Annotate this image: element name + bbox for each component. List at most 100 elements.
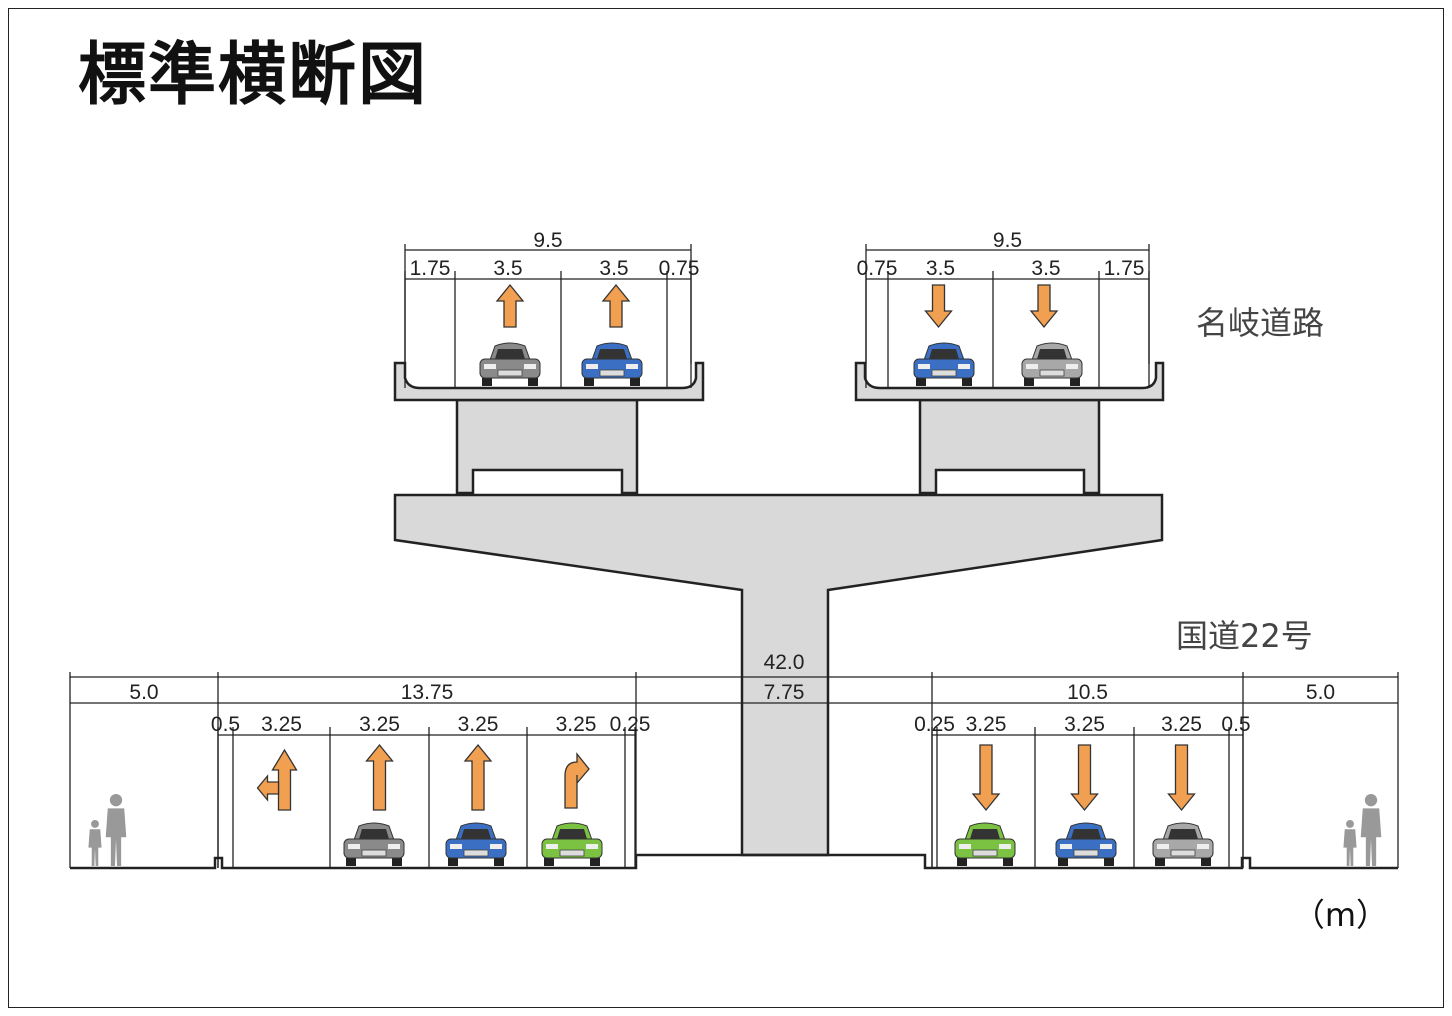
pedestrian-child-right (1343, 820, 1357, 866)
person-body (105, 808, 127, 866)
lower-left-arrow-3 (564, 752, 590, 809)
bridge-structure (393, 361, 1165, 857)
upper-right-car-1 (1021, 342, 1083, 386)
car-window (1037, 349, 1067, 359)
left-deck (393, 361, 705, 402)
lower-right-lane-label-4: 0.5 (1221, 713, 1250, 736)
person-body (1343, 829, 1357, 866)
left-pedestal (455, 398, 639, 495)
wheel (448, 858, 458, 866)
person-head (1364, 794, 1378, 807)
car-light (484, 364, 496, 369)
wheel (630, 378, 640, 386)
lower-total-label: 42.0 (764, 651, 805, 674)
lower-segment-label-0: 5.0 (129, 681, 158, 704)
diagram-frame (8, 8, 1444, 1008)
upper-right-arrow-0 (924, 284, 953, 329)
wheel (957, 858, 967, 866)
upper-road-name: 名岐道路 (1196, 304, 1325, 342)
car-body (954, 838, 1016, 859)
car-body (343, 838, 405, 859)
car-body (445, 838, 507, 859)
car-plate (972, 849, 998, 857)
page-title: 標準横断図 (78, 36, 429, 115)
car-light (1066, 364, 1078, 369)
lower-segment-label-3: 10.5 (1067, 681, 1108, 704)
upper-left-total-label: 9.5 (533, 229, 562, 252)
lane-contents (88, 283, 1382, 866)
car-window (461, 829, 491, 839)
car-plate (463, 849, 489, 857)
lower-right-lane-label-2: 3.25 (1064, 713, 1105, 736)
lower-right-car-1 (1055, 822, 1117, 866)
upper-right-lane-label-2: 3.5 (1031, 257, 1060, 280)
lower-left-lane-label-3: 3.25 (458, 713, 499, 736)
wheel (528, 378, 538, 386)
right-deck (854, 361, 1165, 402)
person-body (88, 829, 102, 866)
upper-left-lane-label-0: 1.75 (410, 257, 451, 280)
car-light (959, 844, 971, 849)
car-light (586, 364, 598, 369)
car-body (541, 838, 603, 859)
lower-right-arrow-2 (1167, 744, 1196, 812)
car-window (970, 829, 1000, 839)
car-body (581, 358, 643, 379)
car-light (1100, 844, 1112, 849)
upper-left-car-0 (479, 342, 541, 386)
lower-road-name: 国道22号 (1176, 617, 1313, 655)
wheel (544, 858, 554, 866)
lower-right-car-0 (954, 822, 1016, 866)
pedestrian-adult-left (105, 794, 127, 866)
ground-lines (70, 853, 1398, 870)
upper-right-lane-label-1: 3.5 (926, 257, 955, 280)
car-light (490, 844, 502, 849)
wheel (916, 378, 926, 386)
wheel (1058, 858, 1068, 866)
person-head (109, 794, 123, 807)
upper-left-lane-label-2: 3.5 (599, 257, 628, 280)
car-plate (361, 849, 387, 857)
wheel (1155, 858, 1165, 866)
wheel (346, 858, 356, 866)
lower-right-lane-label-1: 3.25 (966, 713, 1007, 736)
upper-right-arrow-1 (1029, 284, 1059, 329)
car-window (495, 349, 525, 359)
car-light (918, 364, 930, 369)
lower-left-car-2 (541, 822, 603, 866)
wheel (584, 378, 594, 386)
lower-right-lane-label-3: 3.25 (1161, 713, 1202, 736)
wheel (1003, 858, 1013, 866)
left-turn-arrow (256, 774, 280, 802)
wheel (1201, 858, 1211, 866)
straight-arrow (271, 748, 298, 811)
car-light (1197, 844, 1209, 849)
car-window (1168, 829, 1198, 839)
lower-left-lane-label-5: 0.25 (610, 713, 651, 736)
car-light (348, 844, 360, 849)
car-body (479, 358, 541, 379)
lower-left-car-0 (343, 822, 405, 866)
car-light (450, 844, 462, 849)
car-light (626, 364, 638, 369)
car-body (1152, 838, 1214, 859)
pedestrian-child-left (88, 820, 102, 866)
person-head (1346, 820, 1354, 828)
car-light (958, 364, 970, 369)
wheel (1024, 378, 1034, 386)
upper-right-car-0 (913, 342, 975, 386)
car-light (524, 364, 536, 369)
car-light (999, 844, 1011, 849)
car-plate (931, 369, 957, 377)
car-light (1026, 364, 1038, 369)
lower-segment-label-1: 13.75 (401, 681, 454, 704)
person-body (1360, 808, 1382, 866)
wheel (590, 858, 600, 866)
lower-right-arrow-0 (971, 744, 1001, 812)
car-plate (1073, 849, 1099, 857)
car-plate (1039, 369, 1065, 377)
car-plate (599, 369, 625, 377)
car-plate (497, 369, 523, 377)
